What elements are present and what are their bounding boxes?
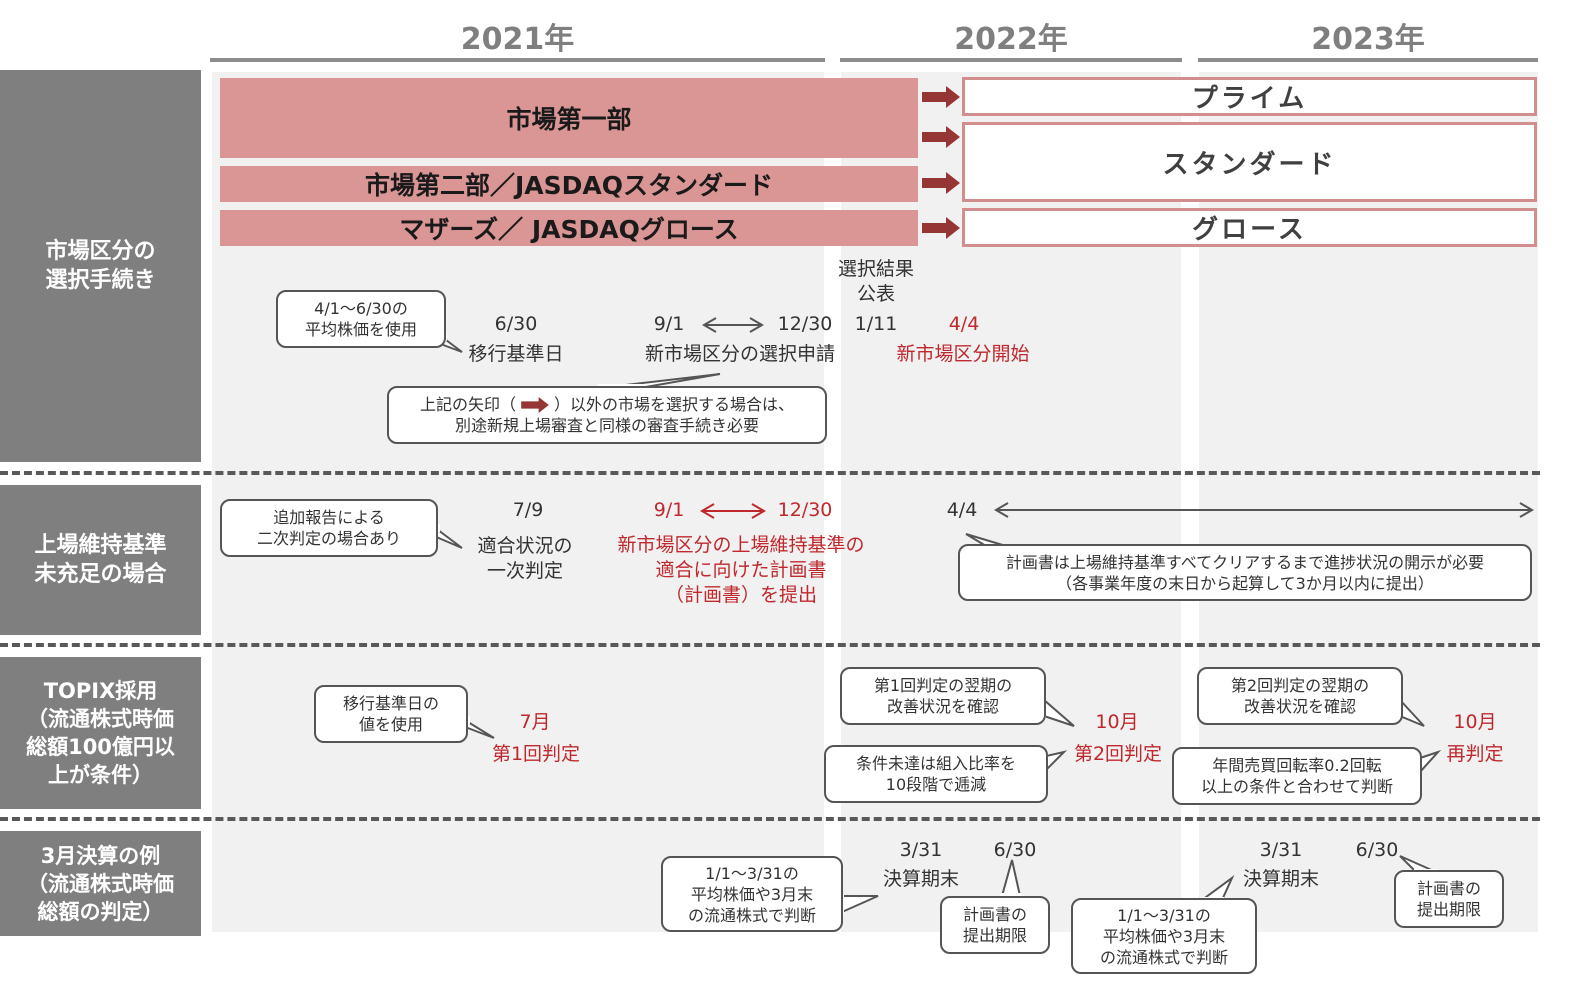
- topix-second-judgement: 第2回判定: [1073, 743, 1163, 765]
- topix-month-7: 7月: [519, 711, 551, 733]
- date-1-11: 1/11: [854, 313, 898, 335]
- label-first-judgement: 適合状況の 一次判定: [477, 535, 573, 582]
- section-march-example: 3月決算の例 （流通株式時価 総額の判定）: [0, 831, 201, 936]
- callout-march-basis-2022: 1/1～3/31の 平均株価や3月末 の流通株式で判断: [661, 856, 843, 932]
- label-fiscal-end-2022: 決算期末: [882, 868, 959, 890]
- date-6-30: 6/30: [494, 313, 538, 335]
- topix-first-judgement: 第1回判定: [491, 743, 581, 765]
- section-topix: TOPIX採用 （流通株式時価 総額100億円以 上が条件）: [0, 657, 201, 809]
- callout-other-market-line2: 別途新規上場審査と同様の審査手続き必要: [454, 416, 759, 435]
- topix-month-10-second: 10月: [1095, 711, 1139, 733]
- old-market-first-section: 市場第一部: [220, 78, 918, 158]
- date-6-30-2023: 6/30: [1355, 839, 1399, 861]
- topix-month-10-re: 10月: [1453, 711, 1497, 733]
- date-6-30-2022: 6/30: [993, 839, 1037, 861]
- callout-deadline-2023: 計画書の 提出期限: [1394, 870, 1504, 928]
- old-market-mothers-jasdaq-growth: マザーズ／ JASDAQグロース: [220, 210, 918, 246]
- date-7-9: 7/9: [512, 499, 544, 521]
- label-selection-application: 新市場区分の選択申請: [644, 343, 835, 365]
- callout-other-pre: 上記の矢印（: [419, 395, 516, 414]
- date-4-4-plan: 4/4: [946, 499, 978, 521]
- callout-average-price: 4/1～6/30の 平均株価を使用: [276, 290, 446, 348]
- label-new-market-start: 新市場区分開始: [896, 343, 1030, 365]
- label-transition-base-date: 移行基準日: [468, 343, 564, 365]
- date-3-31-2022: 3/31: [899, 839, 943, 861]
- callout-other-market: 上記の矢印（ ）以外の市場を選択する場合は、 別途新規上場審査と同様の審査手続き…: [387, 386, 827, 444]
- new-market-standard: スタンダード: [962, 122, 1537, 202]
- year-2022: 2022年: [954, 22, 1068, 57]
- date-4-4-start: 4/4: [948, 313, 980, 335]
- divider-1: [0, 471, 1540, 475]
- topix-re-judgement: 再判定: [1446, 743, 1504, 765]
- divider-2: [0, 643, 1540, 647]
- arrow-to-prime-icon: [922, 86, 960, 108]
- section-maintenance: 上場維持基準 未充足の場合: [0, 485, 201, 635]
- callout-check-second: 第2回判定の翌期の 改善状況を確認: [1197, 667, 1403, 725]
- year-2023-bar: [1198, 58, 1538, 62]
- label-fiscal-end-2023: 決算期末: [1242, 868, 1319, 890]
- label-selection-announcement: 選択結果 公表: [837, 258, 914, 305]
- callout-extra-report: 追加報告による 二次判定の場合あり: [220, 499, 438, 557]
- year-2022-bar: [840, 58, 1182, 62]
- new-market-growth: グロース: [962, 208, 1537, 247]
- callout-turnover: 年間売買回転率0.2回転 以上の条件と合わせて判断: [1172, 747, 1422, 805]
- callout-condition-reduce: 条件未達は組入比率を 10段階で逓減: [824, 745, 1048, 803]
- callout-deadline-2022: 計画書の 提出期限: [940, 896, 1050, 954]
- year-2021-bar: [210, 58, 825, 62]
- old-market-second-jasdaq-standard: 市場第二部／JASDAQスタンダード: [220, 166, 918, 202]
- callout-other-post: ）以外の市場を選択する場合は、: [554, 395, 795, 414]
- date-9-1-selection: 9/1: [653, 313, 685, 335]
- callout-check-first: 第1回判定の翌期の 改善状況を確認: [840, 667, 1046, 725]
- arrow-to-standard-1-icon: [922, 126, 960, 148]
- year-2023: 2023年: [1311, 22, 1425, 57]
- inline-arrow-icon: [521, 396, 549, 413]
- divider-3: [0, 817, 1540, 821]
- arrow-to-standard-2-icon: [922, 172, 960, 194]
- section-market-selection: 市場区分の 選択手続き: [0, 70, 201, 462]
- label-plan-submission: 新市場区分の上場維持基準の 適合に向けた計画書 （計画書）を提出: [617, 534, 865, 606]
- date-3-31-2023: 3/31: [1259, 839, 1303, 861]
- year-2021: 2021年: [460, 22, 575, 57]
- date-12-30-selection: 12/30: [777, 313, 833, 335]
- callout-other-market-line1: 上記の矢印（ ）以外の市場を選択する場合は、: [420, 394, 794, 415]
- new-market-prime: プライム: [962, 77, 1537, 116]
- callout-base-value: 移行基準日の 値を使用: [314, 685, 468, 743]
- date-12-30-plan: 12/30: [777, 499, 833, 521]
- callout-plan-disclosure: 計画書は上場維持基準すべてクリアするまで進捗状況の開示が必要 （各事業年度の末日…: [958, 544, 1532, 601]
- date-9-1-plan: 9/1: [653, 499, 685, 521]
- callout-march-basis-2023: 1/1～3/31の 平均株価や3月末 の流通株式で判断: [1071, 898, 1257, 974]
- arrow-to-growth-icon: [922, 217, 960, 239]
